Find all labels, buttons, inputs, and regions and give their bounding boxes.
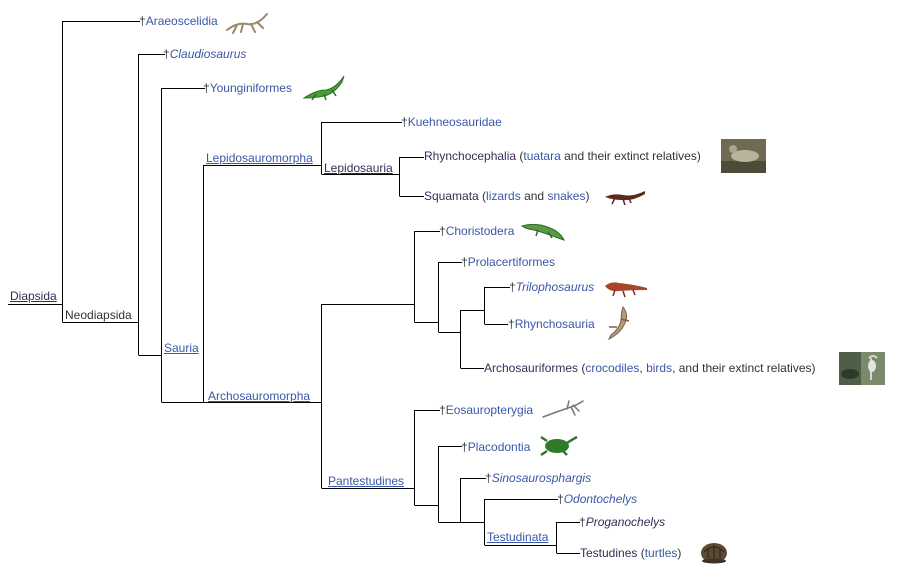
link-turtles[interactable]: turtles — [644, 546, 678, 560]
link-eosauropterygia[interactable]: Eosauropterygia — [445, 403, 534, 417]
taxon-testudines: Testudines (turtles) — [580, 546, 682, 560]
link-archosauriformes[interactable]: Archosauriformes — [484, 361, 579, 375]
link-younginiformes[interactable]: Younginiformes — [209, 81, 292, 95]
trilophosaurus-image[interactable] — [603, 276, 649, 298]
extinct-dagger: † — [557, 492, 564, 506]
taxon-rhynchocephalia: Rhynchocephalia (tuatara and their extin… — [424, 149, 701, 163]
extinct-dagger: † — [163, 47, 170, 61]
taxon-prolacertiformes: †Prolacertiformes — [461, 255, 555, 269]
araeoscelidia-skeleton-image[interactable] — [225, 8, 269, 36]
extinct-dagger: † — [439, 224, 446, 238]
extinct-dagger: † — [401, 115, 408, 129]
link-rhynchocephalia[interactable]: Rhynchocephalia — [424, 149, 517, 163]
link-trilophosaurus[interactable]: Trilophosaurus — [515, 280, 595, 294]
link-placodontia[interactable]: Placodontia — [467, 440, 531, 454]
link-crocodiles[interactable]: crocodiles — [585, 361, 640, 375]
extinct-dagger: † — [439, 403, 446, 417]
squamata-lizard-image[interactable] — [603, 185, 647, 207]
link-proganochelys[interactable]: Proganochelys — [585, 515, 666, 529]
turtle-image[interactable] — [698, 540, 730, 566]
link-choristodera[interactable]: Choristodera — [445, 224, 515, 238]
link-tuatara[interactable]: tuatara — [523, 149, 561, 163]
extinct-dagger: † — [579, 515, 586, 529]
placodont-image[interactable] — [537, 433, 579, 457]
taxon-archosauriformes: Archosauriformes (crocodiles, birds, and… — [484, 361, 816, 375]
taxon-sinosaurosphargis: †Sinosaurosphargis — [485, 471, 591, 485]
extinct-dagger: † — [508, 317, 515, 331]
clade-neodiapsida: Neodiapsida — [65, 308, 132, 322]
archosaur-photo[interactable] — [839, 352, 885, 385]
taxon-squamata: Squamata (lizards and snakes) — [424, 189, 590, 203]
tuatara-photo[interactable] — [721, 139, 766, 173]
clade-lepidosauria[interactable]: Lepidosauria — [324, 161, 393, 175]
extinct-dagger: † — [139, 14, 146, 28]
link-snakes[interactable]: snakes — [547, 189, 586, 203]
link-testudines[interactable]: Testudines — [580, 546, 638, 560]
taxon-claudiosaurus: †Claudiosaurus — [163, 47, 246, 61]
link-rhynchosauria[interactable]: Rhynchosauria — [514, 317, 595, 331]
clade-pantestudines[interactable]: Pantestudines — [328, 474, 405, 488]
taxon-younginiformes: †Younginiformes — [203, 81, 292, 95]
link-prolacertiformes[interactable]: Prolacertiformes — [467, 255, 556, 269]
clade-testudinata[interactable]: Testudinata — [487, 530, 549, 544]
extinct-dagger: † — [461, 440, 468, 454]
link-sinosaurosphargis[interactable]: Sinosaurosphargis — [491, 471, 592, 485]
taxon-kuehneosauridae: †Kuehneosauridae — [401, 115, 502, 129]
taxon-choristodera: †Choristodera — [439, 224, 514, 238]
extinct-dagger: † — [461, 255, 468, 269]
eosauropterygia-skeleton-image[interactable] — [541, 397, 585, 421]
taxon-rhynchosauria: †Rhynchosauria — [508, 317, 595, 331]
link-odontochelys[interactable]: Odontochelys — [563, 492, 638, 506]
link-lizards[interactable]: lizards — [486, 189, 521, 203]
link-araeoscelidia[interactable]: Araeoscelidia — [145, 14, 218, 28]
extinct-dagger: † — [203, 81, 210, 95]
taxon-odontochelys: †Odontochelys — [557, 492, 637, 506]
taxon-trilophosaurus: †Trilophosaurus — [509, 280, 594, 294]
taxon-placodontia: †Placodontia — [461, 440, 530, 454]
link-squamata[interactable]: Squamata — [424, 189, 479, 203]
younginiformes-image[interactable] — [302, 72, 346, 102]
link-birds[interactable]: birds — [646, 361, 673, 375]
choristodera-image[interactable] — [520, 218, 566, 244]
clade-sauria[interactable]: Sauria — [164, 341, 199, 355]
extinct-dagger: † — [509, 280, 516, 294]
clade-diapsida[interactable]: Diapsida — [10, 289, 57, 303]
link-kuehneosauridae[interactable]: Kuehneosauridae — [407, 115, 502, 129]
taxon-proganochelys: †Proganochelys — [579, 515, 665, 529]
clade-archosauromorpha[interactable]: Archosauromorpha — [208, 389, 311, 403]
rhynchosaur-image[interactable] — [603, 305, 633, 341]
link-claudiosaurus[interactable]: Claudiosaurus — [169, 47, 247, 61]
taxon-eosauropterygia: †Eosauropterygia — [439, 403, 533, 417]
extinct-dagger: † — [485, 471, 492, 485]
clade-lepidosauromorpha[interactable]: Lepidosauromorpha — [206, 151, 313, 165]
taxon-araeoscelidia: †Araeoscelidia — [139, 14, 218, 28]
